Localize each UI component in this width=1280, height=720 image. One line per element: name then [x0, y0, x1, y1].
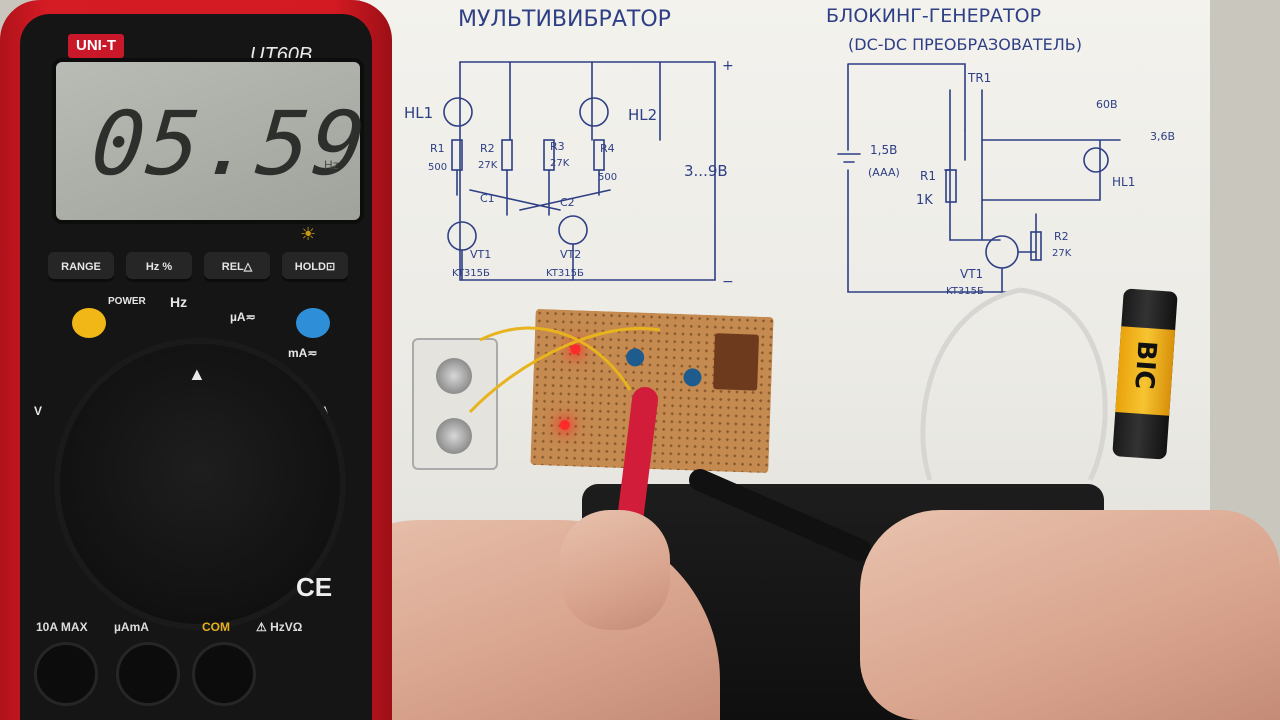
blocking-generator-subtitle: (DC-DC ПРЕОБРАЗОВАТЕЛЬ)	[848, 35, 1082, 54]
range-button[interactable]: RANGE	[48, 252, 114, 282]
label-r4-value: 500	[598, 172, 617, 183]
terminal-bottom	[436, 418, 472, 454]
multimeter: UNI-T UT60B 05.59 Hz ☀ RANGE Hz % REL△ H…	[0, 0, 392, 720]
left-thumb	[560, 510, 670, 630]
hold-button[interactable]: HOLD⊡	[282, 252, 348, 282]
label-r2-blocking: R2	[1054, 230, 1069, 243]
battery-clip	[412, 338, 498, 470]
rel-button[interactable]: REL△	[204, 252, 270, 282]
jack-label-10a: 10A MAX	[36, 620, 88, 634]
test-probes	[617, 387, 871, 561]
label-hl1: HL1	[404, 104, 433, 122]
blocking-generator-title: БЛОКИНГ-ГЕНЕРАТОР	[826, 5, 1041, 27]
label-supply-voltage: 3...9В	[684, 162, 728, 180]
a-label: A	[320, 404, 329, 418]
lcd-reading: 05.59	[87, 92, 372, 195]
label-vt1: VT1	[470, 248, 491, 261]
hz-label: Hz	[170, 294, 188, 310]
multimeter-face: UNI-T UT60B 05.59 Hz ☀ RANGE Hz % REL△ H…	[20, 14, 372, 720]
led-hl1-symbol	[443, 97, 473, 127]
jack-label-com: COM	[202, 620, 230, 634]
label-c2: C2	[560, 196, 575, 209]
power-label: POWER	[108, 296, 146, 307]
label-r2-value: 27K	[478, 160, 498, 171]
backlight-icon: ☀	[300, 224, 317, 244]
label-plus: +	[722, 58, 734, 74]
label-r1: R1	[430, 142, 445, 155]
schematic-drawing: МУЛЬТИВИБРАТОР HL1 HL2 R1 500 R2 27K R3	[404, 5, 1175, 297]
ua-label: µA≂	[230, 310, 256, 324]
right-hand	[860, 510, 1280, 720]
ma-label: mA≂	[288, 346, 318, 360]
multimeter-brand: UNI-T	[68, 34, 124, 58]
jack-com[interactable]	[192, 642, 256, 706]
dial-pointer-icon: ▲	[188, 364, 206, 384]
hz-percent-button[interactable]: Hz %	[126, 252, 192, 282]
label-tr1: TR1	[967, 71, 991, 85]
label-vt1-blocking: VT1	[960, 267, 983, 281]
label-r1-value: 500	[428, 162, 447, 173]
label-battery-voltage: 1,5В	[870, 143, 897, 157]
rotary-dial[interactable]	[60, 344, 340, 624]
function-button[interactable]	[296, 308, 330, 338]
transistor-vt1-symbol	[447, 221, 477, 251]
label-r4: R4	[600, 142, 615, 155]
wire-loop	[920, 287, 1108, 482]
power-button[interactable]	[72, 308, 106, 338]
led-hl1-blocking-symbol	[1083, 147, 1109, 173]
jack-label-hzvohm: ⚠ HzVΩ	[256, 620, 303, 634]
label-r3-value: 27K	[550, 158, 570, 169]
terminal-top	[436, 358, 472, 394]
label-vt1-type: KT315Б	[452, 268, 490, 279]
ce-mark: CE	[296, 572, 333, 602]
label-r1-blocking: R1	[920, 169, 936, 183]
label-hl1-blocking: HL1	[1112, 175, 1135, 189]
label-r2-blocking-value: 27K	[1052, 248, 1072, 259]
led-hl2-symbol	[579, 97, 609, 127]
label-hl2: HL2	[628, 106, 657, 124]
v-label: V	[34, 404, 43, 418]
transistor-vt2-symbol	[558, 215, 588, 245]
multivibrator-title: МУЛЬТИВИБРАТОР	[458, 7, 671, 32]
lcd-unit: Hz	[324, 158, 339, 172]
transistor-vt1-blocking-symbol	[985, 235, 1019, 269]
jack-10a[interactable]	[34, 642, 98, 706]
lcd-display: 05.59 Hz	[52, 58, 371, 224]
label-r3: R3	[550, 140, 565, 153]
label-60v: 60В	[1096, 98, 1118, 111]
label-r1-blocking-value: 1K	[916, 193, 933, 208]
bic-logo: BIC	[1128, 339, 1162, 391]
jack-label-uama: µAmA	[114, 620, 149, 634]
label-vt2-type: KT315Б	[546, 268, 584, 279]
label-c1: C1	[480, 192, 495, 205]
label-vt2: VT2	[560, 248, 581, 261]
label-r2: R2	[480, 142, 495, 155]
schematic-paper: МУЛЬТИВИБРАТОР HL1 HL2 R1 500 R2 27K R3	[360, 0, 1210, 580]
label-vt1-blocking-type: KT315Б	[946, 286, 984, 297]
label-minus: −	[722, 274, 734, 290]
label-battery-type: (AAA)	[868, 166, 900, 179]
label-3-6v: 3,6В	[1150, 130, 1175, 143]
jack-uama[interactable]	[116, 642, 180, 706]
yellow-wires	[468, 326, 661, 414]
